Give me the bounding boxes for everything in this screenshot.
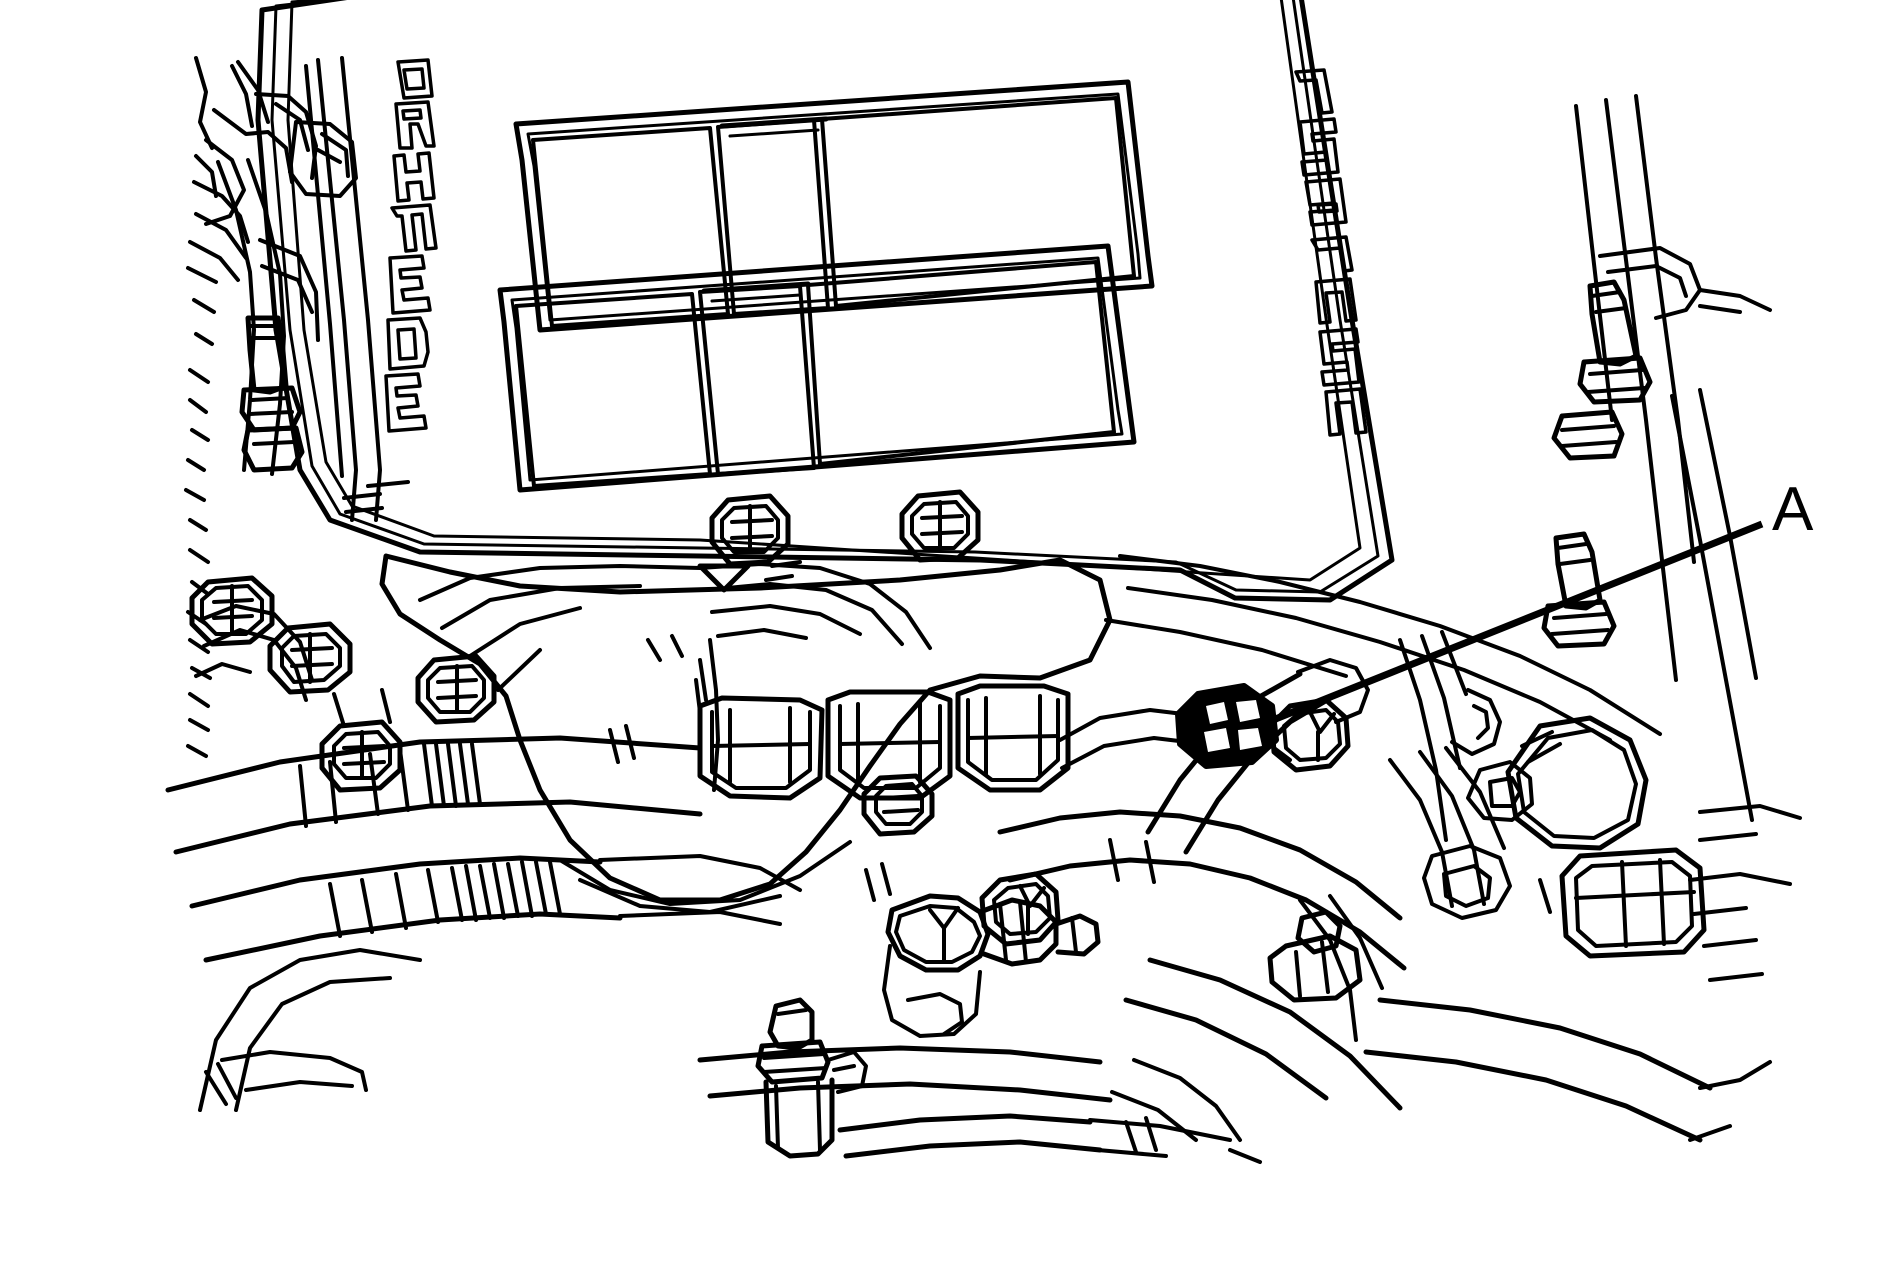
left-side-harness-detail — [184, 56, 382, 758]
exhaust-manifold — [319, 489, 1113, 914]
molded-text-right — [1294, 68, 1368, 437]
exhaust-manifold-stud-nut — [1175, 683, 1279, 769]
fuel-rail-fitting — [697, 893, 1232, 1159]
misc-detail-lines — [342, 480, 1552, 1164]
manifold-clamp-bracket — [697, 683, 1071, 837]
callout-label-a: A — [1772, 475, 1814, 544]
supercharger-cover-outline — [255, 0, 1395, 603]
right-bracket-assembly — [1398, 630, 1534, 920]
coolant-hose-left — [165, 735, 802, 1112]
callout-a-leader — [1241, 520, 1764, 736]
molded-text-left — [384, 58, 438, 433]
